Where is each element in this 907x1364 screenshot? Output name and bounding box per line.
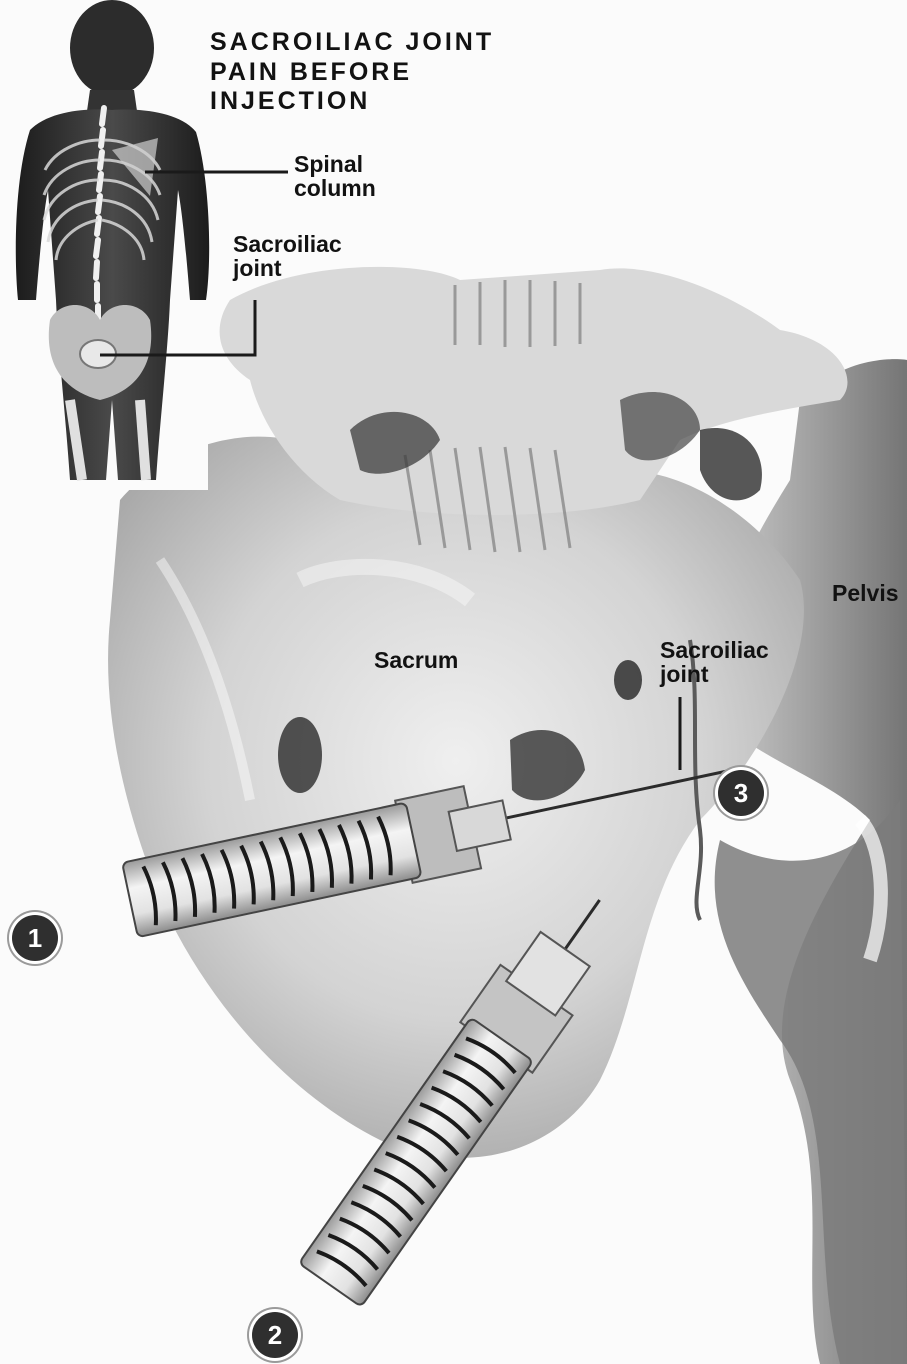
sacroiliac-joint-main-label: Sacroiliac joint	[660, 638, 769, 686]
sacroiliac-joint-inset-label: Sacroiliac joint	[233, 232, 342, 280]
figure-title: SACROILIAC JOINT PAIN BEFORE INJECTION	[210, 28, 494, 117]
human-figure-inset	[8, 0, 209, 490]
step-1-marker: 1	[12, 915, 58, 961]
pelvis-label: Pelvis	[832, 581, 899, 605]
sacrum-label: Sacrum	[374, 648, 458, 672]
pelvis-bone	[715, 359, 907, 1364]
step-2-marker: 2	[252, 1312, 298, 1358]
step-3-marker: 3	[718, 770, 764, 816]
spinal-column-label: Spinal column	[294, 152, 376, 200]
